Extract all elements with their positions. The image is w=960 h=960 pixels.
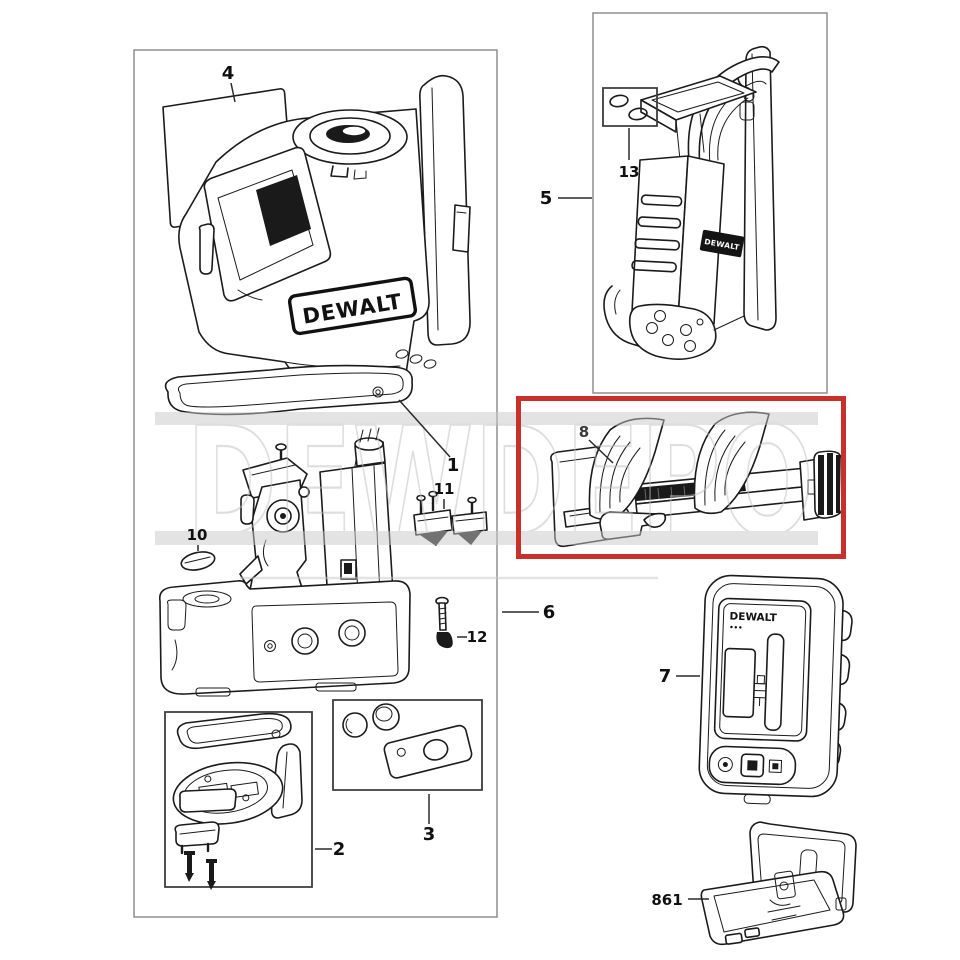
part-label-5: 5 bbox=[540, 188, 553, 209]
wall-bracket-drawing: DEWALT bbox=[604, 47, 779, 360]
case-drawing bbox=[701, 822, 856, 944]
part-label-1: 1 bbox=[447, 455, 460, 476]
part3-drawing bbox=[343, 704, 473, 779]
part-label-13: 13 bbox=[619, 163, 640, 181]
part-label-12: 12 bbox=[467, 628, 488, 646]
part-label-11: 11 bbox=[434, 480, 455, 498]
watermark: DEWDEPO bbox=[155, 395, 818, 578]
highlight-box-part8 bbox=[519, 399, 844, 557]
part13-box bbox=[603, 88, 657, 126]
part-label-861: 861 bbox=[651, 891, 682, 909]
detector-sub-marks: ••• bbox=[729, 624, 743, 632]
main-assembly-box bbox=[134, 50, 497, 917]
part-label-2: 2 bbox=[333, 839, 346, 860]
part12-screw-drawing bbox=[436, 598, 453, 649]
part-label-4: 4 bbox=[222, 63, 235, 84]
bracket-box bbox=[593, 13, 827, 393]
detector-drawing: DEWALT ••• bbox=[698, 575, 853, 807]
part10-drawing bbox=[180, 549, 217, 573]
detector-dewalt-logo: DEWALT bbox=[729, 611, 777, 625]
part3-box bbox=[333, 700, 482, 790]
part-label-6: 6 bbox=[543, 602, 556, 623]
leader-lines bbox=[198, 83, 709, 899]
part-label-3: 3 bbox=[423, 824, 436, 845]
part-label-8: 8 bbox=[579, 423, 589, 441]
part13-drawing bbox=[609, 94, 648, 121]
part2-box bbox=[165, 712, 312, 887]
laser-level-housing-drawing: DEWALT bbox=[163, 76, 470, 392]
part8-clamp-drawing bbox=[551, 412, 842, 546]
part-label-10: 10 bbox=[187, 526, 208, 544]
part2-drawing bbox=[169, 714, 302, 890]
part-label-7: 7 bbox=[659, 666, 672, 687]
